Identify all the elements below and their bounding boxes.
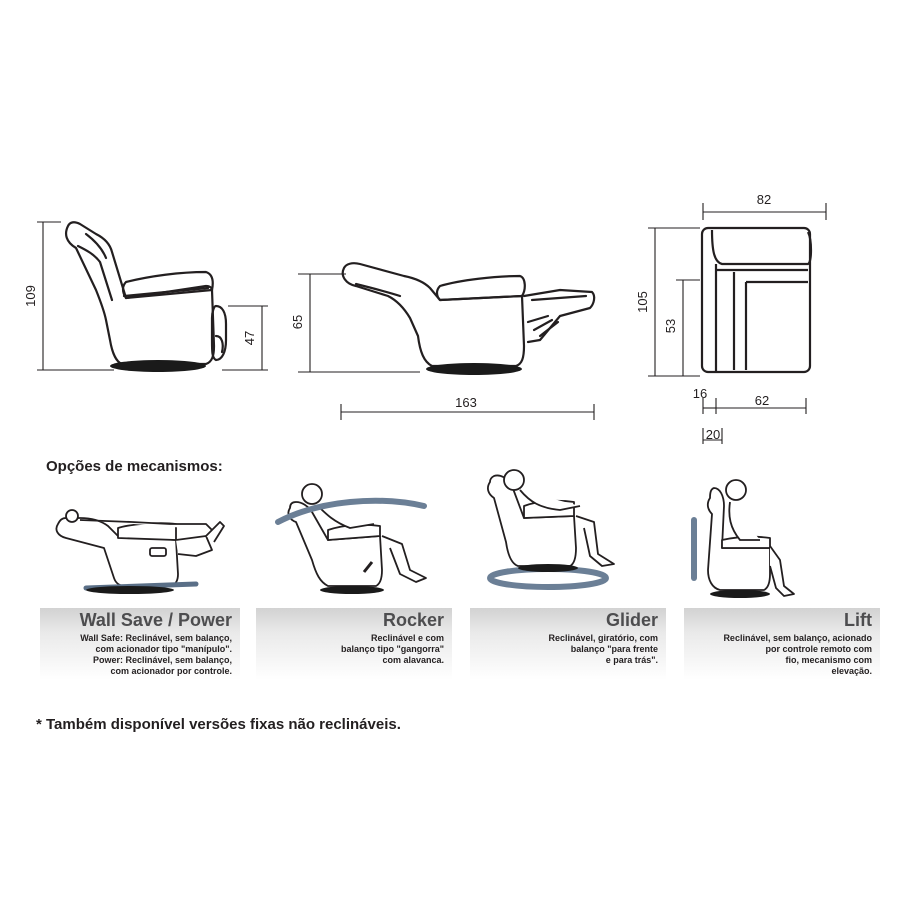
mechanism-description: Reclinável e com balanço tipo "gangorra"… <box>340 633 444 665</box>
dimension-82: 82 <box>757 192 771 207</box>
lift-illustration <box>706 479 795 597</box>
reclined-base <box>426 363 522 375</box>
dimension-105-line <box>648 227 700 377</box>
dimension-bottom-lines <box>702 398 807 444</box>
dimension-53-line <box>676 279 700 376</box>
dimension-109-line <box>37 221 114 371</box>
side-view-chair <box>65 221 228 366</box>
rocker-motion <box>275 497 427 525</box>
mechanism-card-lift: Lift Reclinável, sem balanço, acionado p… <box>684 608 880 680</box>
mechanism-title: Glider <box>605 610 658 630</box>
dimension-65: 65 <box>290 315 305 329</box>
reclined-chair <box>341 262 596 368</box>
dimension-65-line <box>298 273 420 373</box>
dimension-109: 109 <box>23 285 38 307</box>
dimension-53: 53 <box>663 319 678 333</box>
front-view-chair <box>700 226 813 374</box>
mechanism-card-rocker: Rocker Reclinável e com balanço tipo "ga… <box>256 608 452 680</box>
mechanisms-title: Opções de mecanismos: <box>46 458 223 475</box>
side-view-base <box>110 360 206 372</box>
dimension-47: 47 <box>242 331 257 345</box>
mechanism-description: Reclinável, sem balanço, acionado por co… <box>723 633 872 676</box>
mechanism-card-glider: Glider Reclinável, giratório, com balanç… <box>470 608 666 680</box>
mechanism-title: Wall Save / Power <box>79 610 232 630</box>
dimension-163: 163 <box>455 395 477 410</box>
dimension-47-line <box>222 305 268 371</box>
dimension-62: 62 <box>755 393 769 408</box>
dimension-20: 20 <box>706 427 720 442</box>
mechanism-title: Rocker <box>382 610 444 630</box>
dimension-105: 105 <box>635 291 650 313</box>
dimension-16: 16 <box>693 386 707 401</box>
mechanism-description: Wall Safe: Reclinável, sem balanço, com … <box>80 633 232 676</box>
mechanism-card-wall-save: Wall Save / Power Wall Safe: Reclinável,… <box>40 608 240 680</box>
wall-save-illustration <box>55 509 225 587</box>
footnote: * Também disponível versões fixas não re… <box>36 716 401 733</box>
dimension-163-line <box>340 404 595 420</box>
mechanism-title: Lift <box>844 610 872 630</box>
dimension-82-line <box>702 203 827 220</box>
glider-illustration <box>487 469 615 567</box>
mechanism-description: Reclinável, giratório, com balanço "para… <box>548 633 658 665</box>
